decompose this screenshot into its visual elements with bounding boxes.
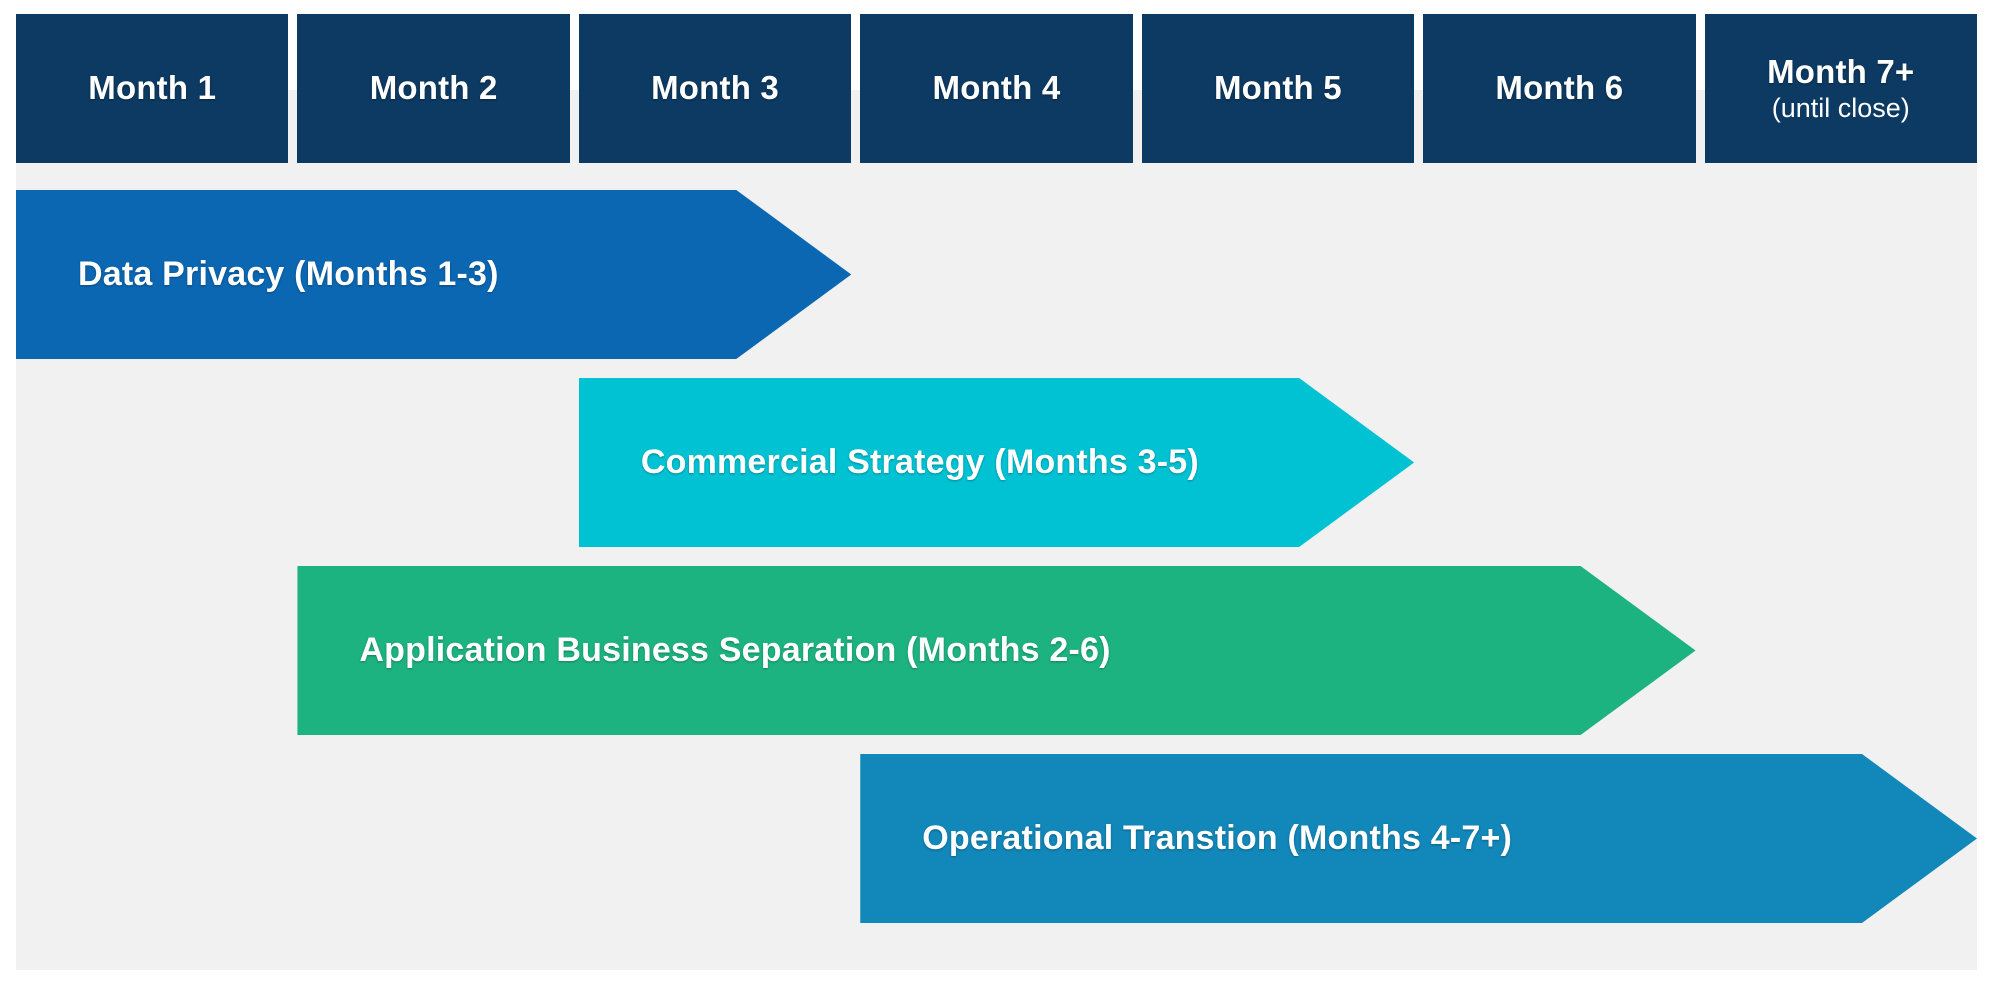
month-header-cell: Month 4	[860, 14, 1133, 163]
phase-bar-label: Application Business Separation (Months …	[359, 631, 1111, 669]
month-header-cell: Month 3	[578, 14, 852, 163]
month-label: Month 3	[651, 69, 779, 107]
month-label: Month 4	[932, 69, 1061, 107]
month-header-row: Month 1 Month 2 Month 3 Month 4 Month 5 Month…	[16, 14, 1977, 163]
phase-bar: Data Privacy (Months 1-3)	[16, 190, 851, 359]
phase-bar: Commercial Strategy (Months 3-5)	[579, 378, 1414, 547]
month-label: Month 1	[88, 69, 217, 107]
month-label: Month 5	[1213, 69, 1342, 107]
month-header-cell: Month 2	[297, 14, 570, 163]
month-label: Month 7+	[1767, 52, 1915, 90]
phase-bar: Application Business Separation (Months …	[297, 566, 1695, 735]
month-label: Month 6	[1495, 69, 1624, 107]
phase-bar-label: Data Privacy (Months 1-3)	[78, 255, 499, 293]
month-header-cell: Month 5	[1141, 14, 1415, 163]
month-sublabel: (until close)	[1771, 92, 1910, 123]
month-header-cell: Month 7+(until close)	[1704, 14, 1977, 163]
month-header-cell: Month 1	[16, 14, 289, 163]
month-label: Month 2	[369, 69, 498, 107]
phase-bar-label: Operational Transtion (Months 4-7+)	[922, 819, 1513, 857]
phase-bar: Operational Transtion (Months 4-7+)	[860, 754, 1977, 923]
phase-bar-label: Commercial Strategy (Months 3-5)	[640, 443, 1199, 481]
month-header-cell: Month 6	[1423, 14, 1696, 163]
